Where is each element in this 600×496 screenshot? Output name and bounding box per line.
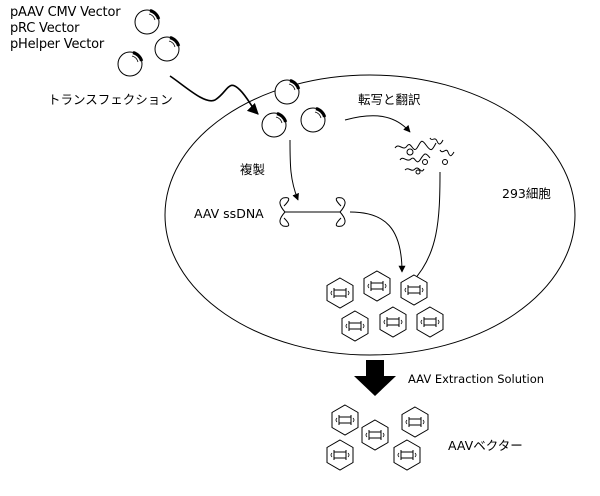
plasmid-icon [299,106,327,134]
extraction-label: AAV Extraction Solution [408,372,545,386]
vector-label: pAAV CMV Vector [10,5,121,20]
vector-label: pRC Vector [10,21,80,36]
cell-ellipse [164,74,576,356]
capsid-icon [401,406,429,438]
plasmid-icon [133,8,161,36]
transfection-label: トランスフェクション [48,92,173,107]
product-label: AAVベクター [448,438,523,453]
cell-label: 293細胞 [502,186,551,201]
extraction-arrow [354,360,396,396]
capsid-icon [331,404,359,436]
protein-to-capsid-arrow [411,171,441,283]
plasmid-icon [260,111,288,139]
transcription-arrow [344,115,411,133]
plasmid-icon [273,78,301,106]
capsid-icon [393,439,421,471]
ssdna-label: AAV ssDNA [194,206,264,221]
ssdna-to-capsid-arrow [349,211,406,273]
vector-label: pHelper Vector [10,37,104,52]
transcription-translation-label: 転写と翻訳 [358,92,421,107]
capsid-icon [361,419,389,451]
capsid-icon [326,439,354,471]
transfection-arrow [169,75,259,115]
protein-scribble-icon [394,137,455,175]
ssdna-icon [279,197,346,227]
plasmid-icon [116,50,144,78]
plasmid-icon [153,35,181,63]
replication-arrow [289,139,299,201]
replication-label: 複製 [240,162,266,177]
